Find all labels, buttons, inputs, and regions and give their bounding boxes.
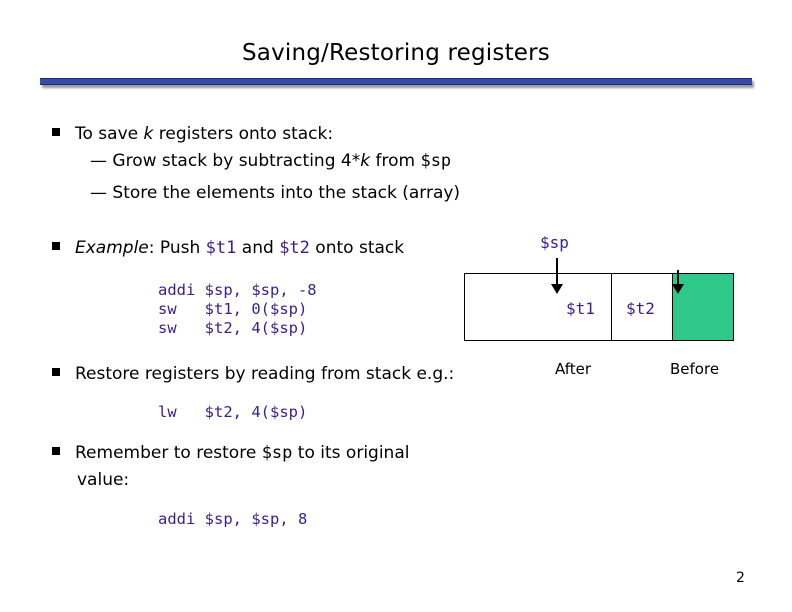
sub-grow-stack: — Grow stack by subtracting 4*k from $sp — [90, 151, 452, 171]
after-caption: After — [555, 360, 592, 378]
sp-label: $sp — [540, 233, 569, 252]
t1-label: $t1 — [566, 299, 595, 318]
bullet-example: Example: Push $t1 and $t2 onto stack — [52, 238, 404, 258]
stack-cell-t2 — [611, 273, 673, 341]
bullet-save-registers: To save k registers onto stack: — [52, 124, 333, 144]
bullet-remember-line2: value: — [77, 470, 130, 490]
bullet-mark — [52, 128, 60, 136]
bullet-restore: Restore registers by reading from stack … — [52, 364, 454, 384]
final-code-line: addi $sp, $sp, 8 — [158, 510, 308, 528]
page-number: 2 — [736, 570, 745, 586]
bullet-mark — [52, 447, 60, 455]
bullet-remember: Remember to restore $sp to its original — [52, 443, 409, 463]
slide-title: Saving/Restoring registers — [241, 40, 550, 66]
before-arrow-head — [672, 284, 684, 294]
title-rule — [40, 78, 752, 85]
after-arrow-head — [551, 284, 563, 294]
before-caption: Before — [670, 360, 720, 378]
bullet-mark — [52, 368, 60, 376]
after-arrow-shaft — [556, 258, 558, 286]
restore-code-line: lw $t2, 4($sp) — [158, 403, 308, 421]
t2-label: $t2 — [626, 299, 655, 318]
before-arrow-shaft — [677, 270, 679, 286]
sub-store-elements: — Store the elements into the stack (arr… — [90, 183, 461, 203]
stack-cell-empty — [464, 273, 612, 341]
push-code-block: addi $sp, $sp, -8 sw $t1, 0($sp) sw $t2,… — [158, 281, 317, 337]
bullet-mark — [52, 242, 60, 250]
